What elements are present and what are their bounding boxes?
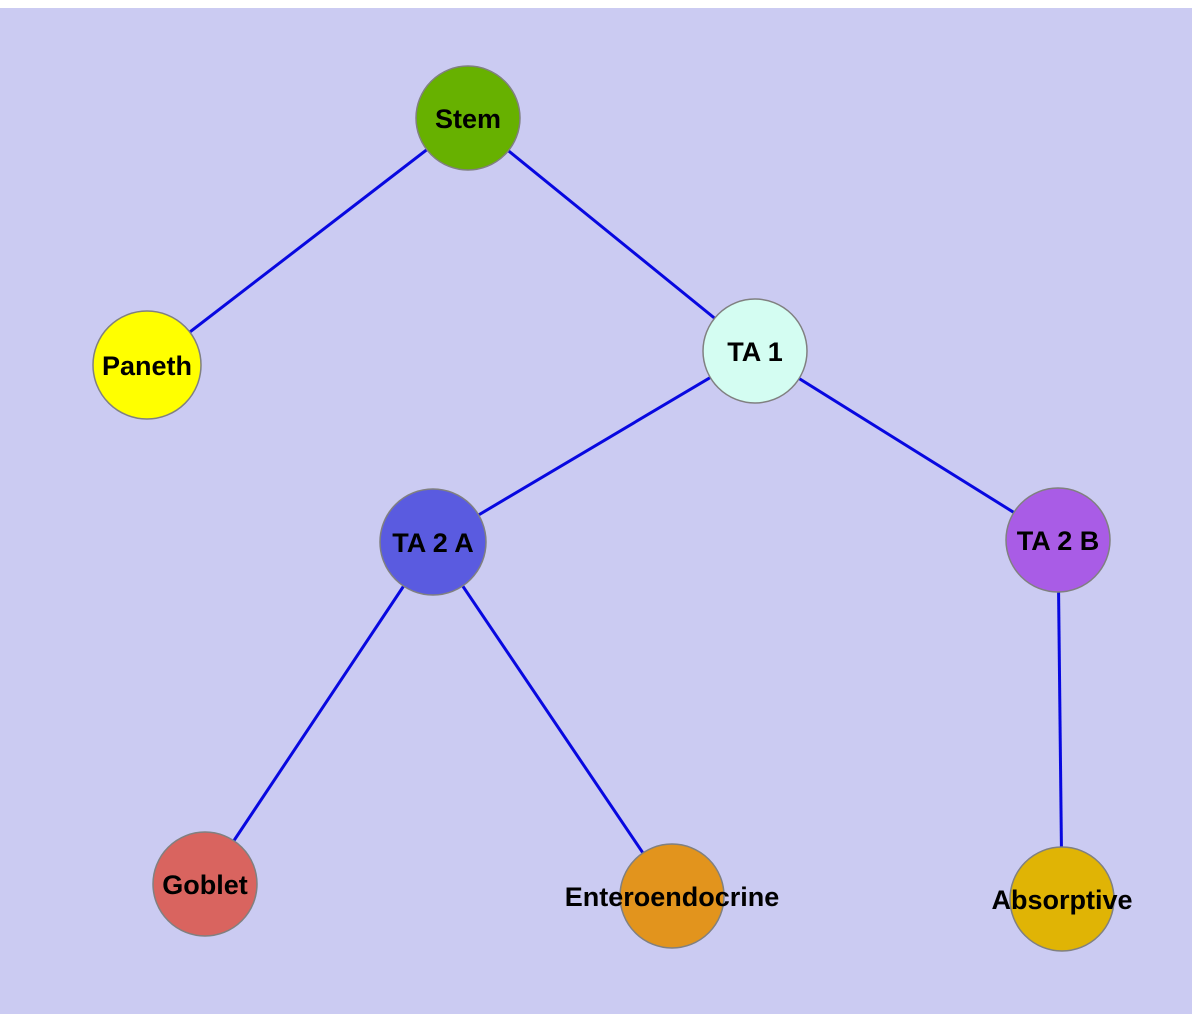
node-ta2a (379, 488, 487, 596)
edge-ta1-ta2b (754, 349, 1059, 542)
node-goblet (152, 831, 258, 937)
edge-ta2b-absorptive (1056, 539, 1064, 900)
node-stem (415, 65, 521, 171)
node-ta1 (702, 298, 808, 404)
edges-layer (146, 116, 1064, 900)
node-absorptive (1009, 846, 1115, 952)
node-paneth (92, 310, 202, 420)
edge-stem-ta1 (467, 116, 756, 353)
node-ta2b (1005, 487, 1111, 593)
edge-stem-paneth (146, 116, 469, 367)
edge-ta2a-enteroendocrine (431, 541, 674, 897)
edge-ta1-ta2a (432, 349, 756, 544)
nodes-layer (92, 65, 1115, 952)
node-enteroendocrine (619, 843, 725, 949)
edge-ta2a-goblet (203, 541, 435, 885)
